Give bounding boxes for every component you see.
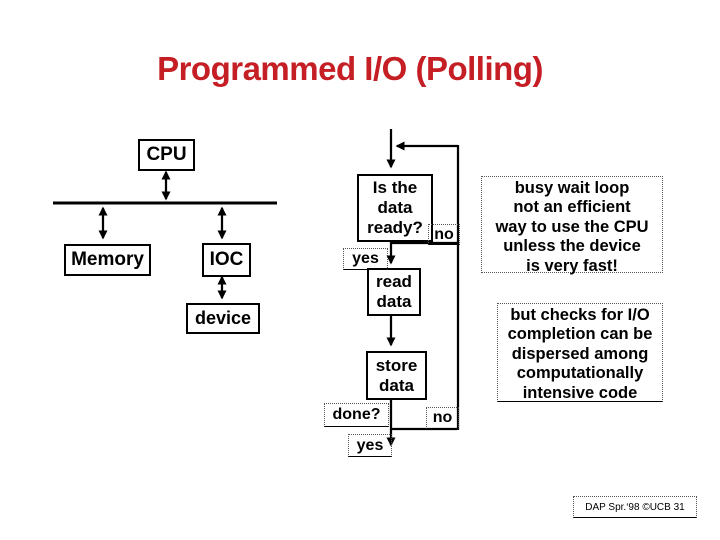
memory-box-label: Memory bbox=[71, 249, 144, 270]
no-done-label: no bbox=[426, 407, 459, 429]
flow-ready-box: Is the data ready? bbox=[357, 174, 433, 242]
yes-ready-label: yes bbox=[343, 248, 388, 270]
memory-box: Memory bbox=[64, 244, 151, 276]
busy-wait-note: busy wait loop not an efficient way to u… bbox=[481, 176, 663, 275]
device-box-label: device bbox=[194, 308, 252, 328]
footer-credit: DAP Spr.‘98 ©UCB 31 bbox=[573, 496, 697, 518]
slide-title: Programmed I/O (Polling) bbox=[157, 50, 543, 87]
dispersed-checks-note: but checks for I/O completion can be dis… bbox=[497, 303, 663, 402]
yes-done-label: yes bbox=[348, 434, 392, 457]
footer-credit-text: DAP Spr.‘98 ©UCB 31 bbox=[585, 501, 685, 513]
flow-store-box: store data bbox=[366, 351, 427, 400]
ioc-box: IOC bbox=[202, 243, 251, 277]
device-box: device bbox=[186, 303, 260, 334]
cpu-box: CPU bbox=[138, 139, 195, 171]
done-label: done? bbox=[324, 403, 389, 427]
flow-read-box: read data bbox=[367, 268, 421, 316]
cpu-box-label: CPU bbox=[146, 144, 187, 165]
ioc-box-label: IOC bbox=[209, 249, 244, 270]
no-ready-label: no bbox=[428, 224, 460, 245]
